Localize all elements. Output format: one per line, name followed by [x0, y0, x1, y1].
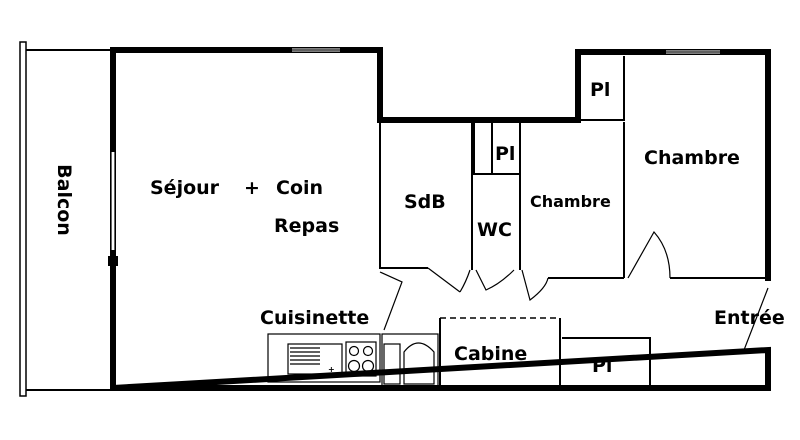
pl-bottom-box — [562, 337, 651, 386]
label-sejour: Séjour — [150, 177, 220, 199]
label-balcon: Balcon — [53, 164, 75, 236]
doors — [379, 230, 769, 351]
counter — [267, 333, 381, 383]
label-sdb: SdB — [404, 191, 446, 213]
cooktop — [345, 341, 377, 377]
burner-1 — [348, 345, 360, 357]
labels: Balcon Séjour + Coin Repas SdB Pl WC Cha… — [53, 79, 785, 377]
label-repas: Repas — [274, 215, 339, 237]
pl-top-right-box — [580, 56, 625, 121]
cuisine-door — [379, 271, 403, 331]
sink-drain-mark: + — [328, 365, 335, 374]
shower-tray — [383, 343, 401, 385]
label-plus: + — [244, 177, 260, 199]
label-pl-bottom: Pl — [592, 355, 612, 377]
label-chambre-middle: Chambre — [530, 192, 611, 211]
top-wall — [110, 47, 771, 281]
shower-area — [381, 333, 439, 387]
label-chambre-right: Chambre — [644, 147, 740, 169]
sdb-left-wall — [379, 120, 428, 269]
bottom-rooms — [381, 317, 651, 387]
burner-3 — [347, 359, 361, 373]
label-pl-small: Pl — [495, 143, 515, 165]
label-coin: Coin — [276, 177, 323, 199]
label-entree: Entrée — [714, 307, 785, 329]
chambre-middle-wall — [548, 122, 625, 279]
kitchenette-counter: + — [267, 333, 381, 383]
sink — [287, 343, 343, 375]
sdb-door-swing — [459, 269, 471, 293]
sdb-door-leaf — [427, 267, 461, 293]
chambre-right-door — [627, 230, 671, 279]
entree-door — [743, 287, 769, 351]
balcony-railing — [19, 41, 27, 397]
label-cabine: Cabine — [454, 343, 527, 365]
basin — [403, 342, 435, 385]
chambre-middle-door — [521, 269, 549, 302]
label-cuisinette: Cuisinette — [260, 307, 369, 329]
label-pl-top-right: Pl — [590, 79, 610, 101]
cabine-walls — [439, 318, 561, 386]
balcony — [19, 41, 113, 397]
burner-4 — [361, 359, 375, 373]
label-wc: WC — [477, 219, 512, 241]
wc-door — [475, 269, 515, 291]
wc-right-wall — [474, 122, 521, 270]
pl-small-box-left — [473, 122, 493, 175]
burner-2 — [362, 345, 374, 357]
interior-walls — [379, 56, 768, 279]
